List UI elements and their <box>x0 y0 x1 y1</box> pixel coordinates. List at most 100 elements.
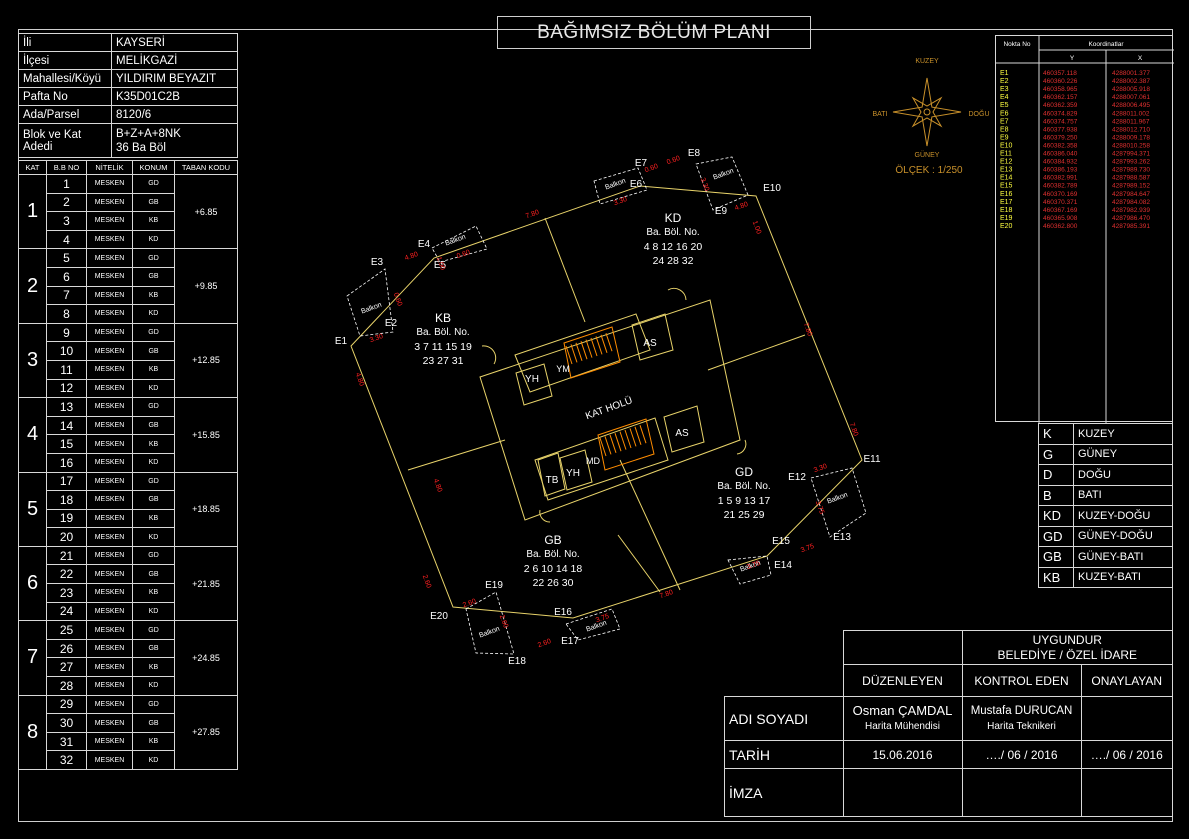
coord-y-value: 460358.965 <box>1043 86 1078 93</box>
balcony-outline <box>431 225 488 263</box>
coord-y-value: 460362.800 <box>1043 223 1078 230</box>
coord-point-name: E12 <box>1000 159 1013 166</box>
gb-unit-name: GB <box>544 533 561 547</box>
stair-step <box>570 344 578 363</box>
interior-wall <box>407 439 506 471</box>
unit-type: MESKEN <box>86 415 133 436</box>
legend-name: GÜNEY-BATI <box>1073 546 1173 568</box>
kb-unit-name: KB <box>435 311 451 325</box>
room-as2 <box>663 405 705 453</box>
floor-elevation: +18.85 <box>174 471 238 547</box>
dimension-label: 0.60 <box>392 292 403 307</box>
unit-type: MESKEN <box>86 378 133 399</box>
compass-north: KUZEY <box>915 58 939 65</box>
stair-step <box>595 336 603 355</box>
dimension-label: 3.75 <box>814 500 825 515</box>
floor-elevation: +15.85 <box>174 397 238 473</box>
legend-name: GÜNEY <box>1073 443 1173 465</box>
coord-point-name: E19 <box>1000 215 1013 222</box>
point-label: E3 <box>371 257 384 268</box>
room-yh2 <box>559 449 593 491</box>
unit-position: KB <box>132 359 175 380</box>
dimension-label: 3.75 <box>595 613 610 624</box>
stair-step <box>565 345 573 365</box>
gd-unit-sub: Ba. Böl. No. <box>717 481 770 492</box>
legend-code: KB <box>1038 566 1074 588</box>
coord-y-value: 460374.757 <box>1043 118 1078 125</box>
interior-wall <box>617 534 661 593</box>
hall-label: KAT HOLÜ <box>584 394 634 422</box>
stair-step <box>600 334 608 353</box>
point-label: E15 <box>772 536 790 547</box>
coord-point-name: E1 <box>1000 70 1009 77</box>
stair-step <box>629 428 637 447</box>
room-ym-label: YM <box>556 364 570 374</box>
coord-point-name: E14 <box>1000 175 1013 182</box>
compass-east: DOĞU <box>969 109 990 118</box>
kb-unit-sub: Ba. Böl. No. <box>416 327 469 338</box>
unit-type: MESKEN <box>86 248 133 268</box>
coord-y-value: 460386.040 <box>1043 151 1078 158</box>
balcony-outline <box>465 591 515 655</box>
balcony-outline <box>593 167 648 205</box>
duzenleyen-name: Osman ÇAMDAL <box>852 702 953 718</box>
compass-south: GÜNEY <box>915 151 940 159</box>
dimension-label: 3.30 <box>699 177 710 192</box>
unit-number: 29 <box>46 694 87 715</box>
coord-point-name: E17 <box>1000 199 1013 206</box>
compass-scale: ÖLÇEK : 1/250 <box>895 164 963 176</box>
coord-y-value: 460362.157 <box>1043 94 1078 101</box>
coord-point-name: E3 <box>1000 86 1009 93</box>
unit-position: KD <box>132 378 175 399</box>
unit-type: MESKEN <box>86 452 133 473</box>
compass-center-icon <box>923 108 931 116</box>
page-title: BAĞIMSIZ BÖLÜM PLANI <box>497 16 811 49</box>
stair-step <box>624 429 632 449</box>
legend-code: K <box>1038 423 1074 445</box>
legend-name: BATI <box>1073 484 1173 506</box>
coord-x-value: 4287982.939 <box>1112 207 1150 214</box>
dimension-label: 4.80 <box>432 478 443 493</box>
room-md-label: MD <box>586 456 600 466</box>
stair-step <box>585 339 593 358</box>
coord-header-y: Y <box>1070 55 1075 62</box>
coord-point-name: E9 <box>1000 134 1009 141</box>
units-header-row: KAT B.B NO NİTELİK KONUM TABAN KODU <box>18 160 238 175</box>
legend-name: KUZEY-DOĞU <box>1073 505 1173 527</box>
coord-y-value: 460367.169 <box>1043 207 1078 214</box>
room-yh-label: YH <box>525 374 539 385</box>
unit-number: 17 <box>46 471 87 492</box>
unit-position: KD <box>132 452 175 473</box>
interior-wall <box>544 217 586 323</box>
balcony-outline <box>565 608 621 641</box>
legend-name: DOĞU <box>1073 464 1173 486</box>
coord-y-value: 460382.991 <box>1043 175 1078 182</box>
point-label: E14 <box>774 560 792 571</box>
point-label: E16 <box>554 607 572 618</box>
blok-value: B+Z+A+8NK <box>116 127 181 140</box>
unit-number: 18 <box>46 490 87 510</box>
room-as <box>631 313 674 361</box>
floor-number: 3 <box>18 322 47 399</box>
coord-y-value: 460374.829 <box>1043 110 1078 117</box>
coord-x-value: 4288006.495 <box>1112 102 1150 109</box>
coord-x-value: 4287989.152 <box>1112 183 1150 190</box>
dimension-label: 2.60 <box>462 598 477 609</box>
gb-unit-sub: Ba. Böl. No. <box>526 549 579 560</box>
room-tb <box>537 452 566 497</box>
legend-code: D <box>1038 464 1074 486</box>
